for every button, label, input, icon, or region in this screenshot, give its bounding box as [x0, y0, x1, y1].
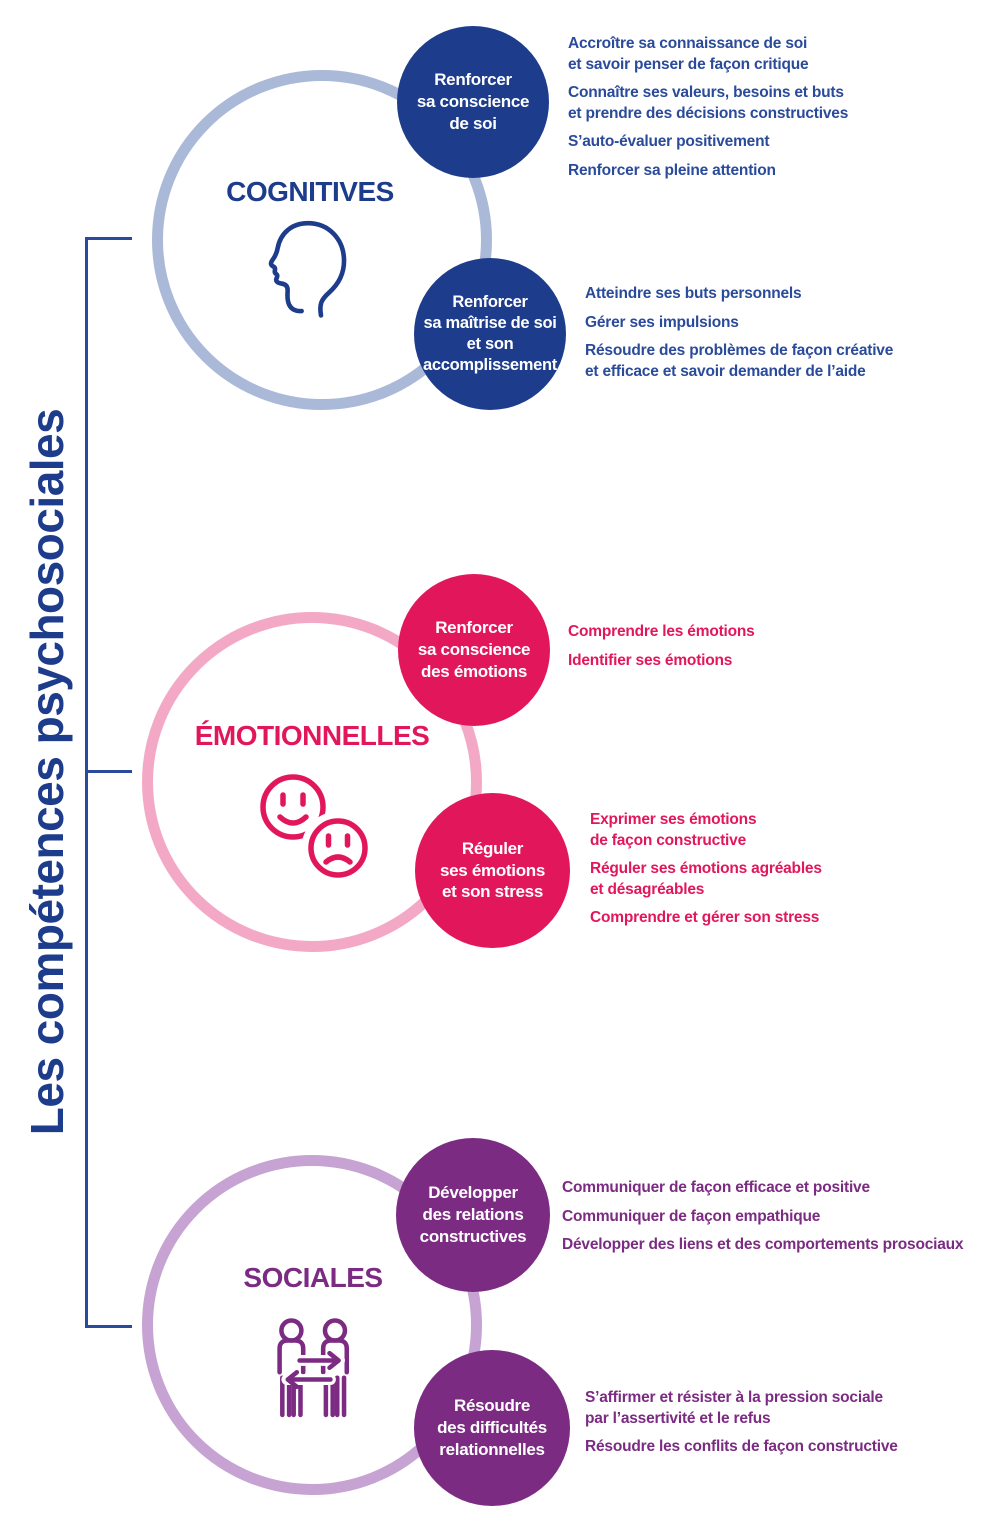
- bullet-item: Connaître ses valeurs, besoins et buts e…: [568, 84, 849, 122]
- section-title-cognitives: COGNITIVES: [226, 176, 394, 207]
- bullet-item: Exprimer ses émotions de façon construct…: [590, 811, 757, 849]
- bubble-conscience-de-soi: Renforcer sa conscience de soi: [397, 26, 549, 178]
- bullet-list-relations-constructives: Communiquer de façon efficace et positiv…: [562, 1178, 964, 1256]
- bullet-item: Atteindre ses buts personnels: [585, 285, 802, 302]
- bracket-vertical-line: [85, 237, 88, 1328]
- section-title-sociales: SOCIALES: [243, 1262, 383, 1293]
- bullet-list-conscience-de-soi: Accroître sa connaissance de soi et savo…: [568, 34, 848, 182]
- page-title: Les compétences psychosociales: [21, 408, 73, 1136]
- bullet-item: Gérer ses impulsions: [585, 313, 739, 331]
- bubble-reguler-emotions: Réguler ses émotions et son stress: [415, 793, 570, 948]
- bullet-list-conscience-des-emotions: Comprendre les émotions Identifier ses é…: [568, 622, 755, 671]
- bubble-conscience-des-emotions: Renforcer sa conscience des émotions: [398, 574, 550, 726]
- bullet-item: Renforcer sa pleine attention: [568, 162, 776, 180]
- bullet-item: Communiquer de façon empathique: [562, 1207, 821, 1225]
- bubble-difficultes-relationnelles: Résoudre des difficultés relationnelles: [414, 1350, 570, 1506]
- bullet-item: Réguler ses émotions agréables et désagr…: [590, 860, 822, 898]
- bracket-tick-cognitives: [85, 237, 132, 240]
- bullet-list-maitrise-de-soi: Atteindre ses buts personnels Gérer ses …: [585, 284, 893, 382]
- bracket-tick-emotionnelles: [85, 770, 132, 773]
- head-profile-icon: [258, 214, 360, 325]
- bullet-list-reguler-emotions: Exprimer ses émotions de façon construct…: [590, 810, 822, 929]
- bullet-item: Accroître sa connaissance de soi et savo…: [568, 35, 809, 73]
- bullet-item: Identifier ses émotions: [568, 651, 733, 669]
- bullet-item: Communiquer de façon efficace et positiv…: [562, 1179, 870, 1196]
- section-title-emotionnelles: ÉMOTIONNELLES: [194, 720, 430, 751]
- smileys-icon: [254, 768, 376, 889]
- bullet-item: S’auto-évaluer positivement: [568, 133, 770, 151]
- bullet-item: S’affirmer et résister à la pression soc…: [585, 1389, 883, 1427]
- bracket-tick-sociales: [85, 1325, 132, 1328]
- bullet-list-difficultes-relationnelles: S’affirmer et résister à la pression soc…: [585, 1388, 898, 1458]
- bullet-item: Comprendre et gérer son stress: [590, 909, 820, 927]
- people-exchange-icon: [256, 1316, 374, 1429]
- bullet-item: Développer des liens et des comportement…: [562, 1236, 964, 1254]
- bullet-item: Comprendre les émotions: [568, 623, 755, 640]
- bullet-item: Résoudre des problèmes de façon créative…: [585, 342, 894, 380]
- bubble-maitrise-de-soi: Renforcer sa maîtrise de soi et son acco…: [414, 258, 566, 410]
- bullet-item: Résoudre les conflits de façon construct…: [585, 1438, 898, 1456]
- bubble-relations-constructives: Développer des relations constructives: [396, 1138, 550, 1292]
